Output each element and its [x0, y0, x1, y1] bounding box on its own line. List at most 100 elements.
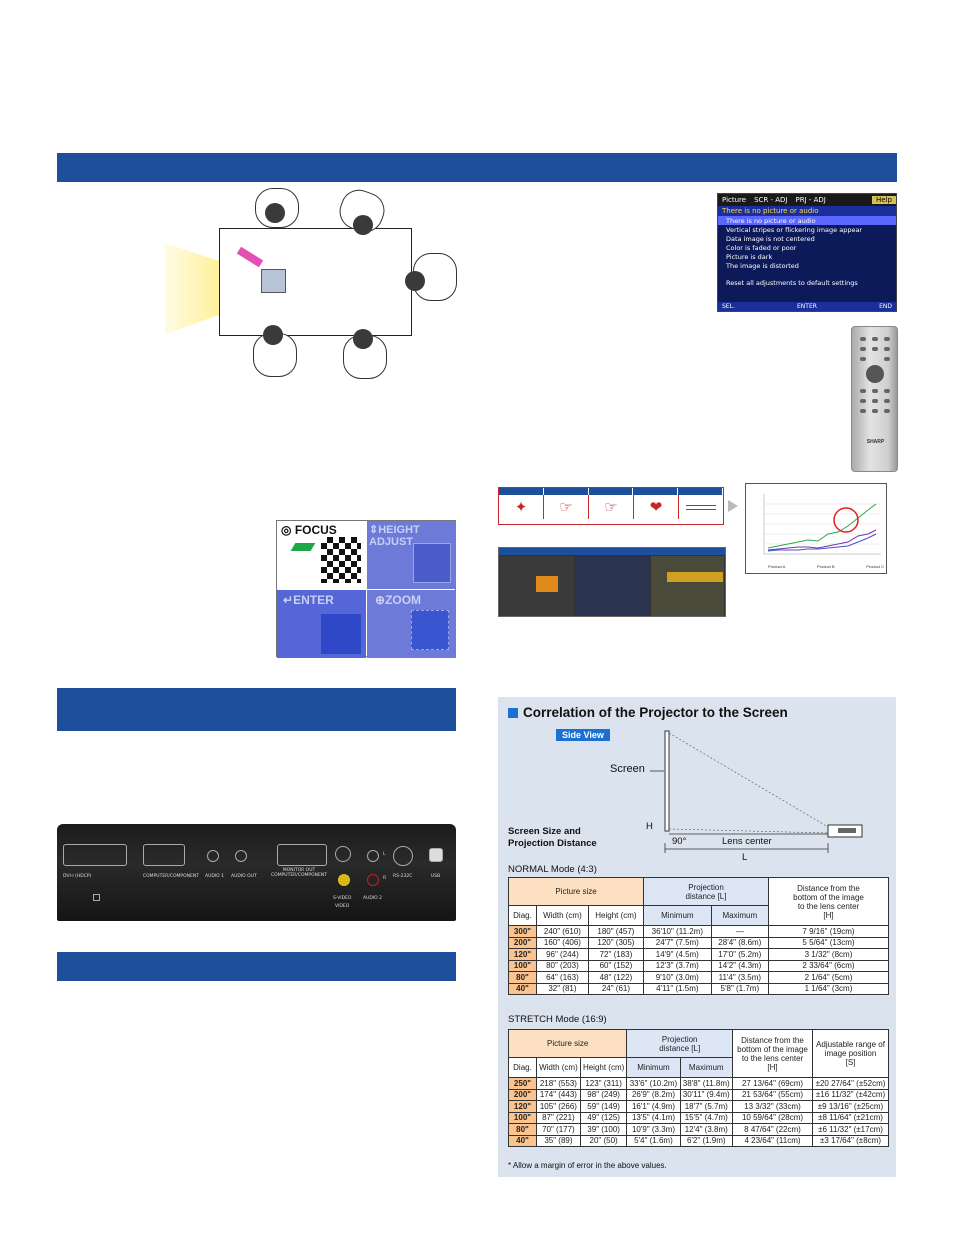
table-cell: ±8 11/64" (±21cm) — [812, 1111, 889, 1124]
table-cell: 3 1/32" (8cm) — [768, 948, 889, 961]
table-cell: 96" (244) — [536, 948, 589, 961]
line-chart-thumbnail: Product A Product B Product C — [745, 483, 887, 574]
minimum-header: Minimum — [626, 1057, 681, 1078]
audio1-port — [207, 850, 219, 862]
side-view-badge: Side View — [556, 729, 610, 741]
osd-menu-item[interactable]: Picture is dark — [726, 252, 773, 261]
osd-footer-enter: ENTER — [797, 303, 817, 310]
screen-label: Screen — [610, 763, 645, 775]
stretch-mode-label: STRETCH Mode (16:9) — [508, 1014, 607, 1025]
audio-out-port — [235, 850, 247, 862]
screenshot-thumbnails — [498, 547, 726, 617]
table-cell: — — [710, 925, 770, 938]
adjustable-line-2: image position — [824, 1049, 877, 1058]
thumbnail-3 — [651, 556, 724, 616]
focus-panel: ◎ FOCUS — [277, 521, 366, 589]
remote-button — [872, 347, 878, 351]
table-cell: 12'4" (3.8m) — [679, 1123, 734, 1136]
osd-menu-item[interactable]: There is no picture or audio — [718, 216, 896, 225]
audio2-left-port — [367, 850, 379, 862]
table-row: 120"105" (266)59" (149)16'1" (4.9m)18'7"… — [508, 1100, 889, 1113]
remote-button — [860, 409, 866, 413]
osd-menu-item[interactable]: Vertical stripes or flickering image app… — [726, 225, 863, 234]
title-square-icon — [508, 707, 518, 718]
table-cell: 5'4" (1.6m) — [626, 1134, 681, 1147]
osd-menu-item[interactable]: The image is distorted — [726, 261, 799, 270]
distance-bottom-line-1: Distance from the — [741, 1035, 804, 1045]
green-arrow-icon — [290, 543, 316, 551]
table-cell: 14'2" (4.3m) — [710, 959, 770, 972]
osd-tab-prj-adj[interactable]: PRJ - ADJ — [795, 196, 826, 204]
table-cell: 72" (183) — [587, 948, 645, 961]
table-cell: 17'0" (5.2m) — [710, 948, 770, 961]
osd-tab-help[interactable]: Help — [872, 196, 896, 204]
table-cell: 33'6" (10.2m) — [626, 1077, 681, 1090]
table-cell: 28'4" (8.6m) — [710, 936, 770, 949]
table-row: 40"32" (81)24" (61)4'11" (1.5m)5'8" (1.7… — [508, 982, 889, 995]
diag-cell: 100" — [508, 1111, 537, 1124]
table-cell: 80" (203) — [536, 959, 589, 972]
remote-button — [872, 389, 878, 393]
person-icon — [405, 271, 425, 291]
osd-help-menu: Picture SCR - ADJ PRJ - ADJ Help There i… — [717, 193, 897, 312]
table-cell: 59" (149) — [579, 1100, 628, 1113]
distance-bottom-line-2: bottom of the image — [793, 892, 864, 902]
picture-size-header: Picture size — [507, 877, 645, 906]
table-cell: 7 9/16" (19cm) — [768, 925, 889, 938]
adjustable-line-1: Adjustable range of — [816, 1040, 885, 1049]
table-row: 80"70" (177)39" (100)10'9" (3.3m)12'4" (… — [508, 1123, 889, 1136]
diag-cell: 40" — [508, 982, 537, 995]
chart-legend: Product A Product B Product C — [768, 564, 884, 569]
remote-button — [860, 389, 866, 393]
table-row: 300"240" (610)180" (457)36'10" (11.2m)—7… — [508, 925, 889, 938]
osd-menu-item-reset[interactable]: Reset all adjustments to default setting… — [726, 278, 858, 287]
diag-cell: 120" — [508, 1100, 537, 1113]
diag-cell: 100" — [508, 959, 537, 972]
legend-product-c: Product C — [866, 564, 884, 569]
star-icon: ✦ — [499, 495, 544, 519]
projector-thumbnail-image — [536, 576, 558, 592]
table-cell: 87" (221) — [536, 1111, 581, 1124]
dvi-port — [63, 844, 127, 866]
remote-button — [860, 357, 866, 361]
distance-bottom-line-3: to the lens center — [797, 901, 860, 911]
lock-icon — [93, 894, 100, 901]
table-cell: 11'4" (3.5m) — [710, 971, 770, 984]
port-label-rs232c: RS-232C — [393, 874, 413, 879]
diag-cell: 250" — [508, 1077, 537, 1090]
table-cell: 13 3/32" (33cm) — [732, 1100, 813, 1113]
table-cell: ±3 17/64" (±8cm) — [812, 1134, 889, 1147]
table-cell: 32" (81) — [536, 982, 589, 995]
table-cell: 64" (163) — [536, 971, 589, 984]
height-adjust-label: HEIGHT ADJUST — [369, 524, 420, 548]
h-label: H — [646, 821, 653, 832]
table-cell: 16'1" (4.9m) — [626, 1100, 681, 1113]
person-icon — [263, 325, 283, 345]
projection-distance-line-1: Projection — [688, 882, 724, 892]
caption-line-2: Projection Distance — [508, 838, 597, 849]
computer-port — [143, 844, 185, 866]
table-row: 250"218" (553)123" (311)33'6" (10.2m)38'… — [508, 1077, 889, 1090]
thumbnail-2 — [576, 556, 649, 616]
usb-port — [429, 848, 443, 862]
osd-tab-scr-adj[interactable]: SCR - ADJ — [754, 196, 788, 204]
table-row: 40"35" (89)20" (50)5'4" (1.6m)6'2" (1.9m… — [508, 1134, 889, 1147]
table-cell: ±9 13/16" (±25cm) — [812, 1100, 889, 1113]
table-cell: 2 33/64" (6cm) — [768, 959, 889, 972]
s-video-port — [335, 846, 351, 862]
table-cell: 30'11" (9.4m) — [679, 1088, 734, 1101]
osd-menu-item[interactable]: Color is faded or poor — [726, 243, 797, 252]
osd-tab-bar: Picture SCR - ADJ PRJ - ADJ Help — [718, 194, 896, 206]
remote-button — [872, 409, 878, 413]
screen-illustration — [413, 543, 451, 583]
osd-tab-picture[interactable]: Picture — [722, 196, 747, 204]
osd-menu-item[interactable]: Data image is not centered — [726, 234, 815, 243]
table-cell: 39" (100) — [579, 1123, 628, 1136]
line-chart-svg — [763, 494, 881, 555]
remote-button — [872, 337, 878, 341]
